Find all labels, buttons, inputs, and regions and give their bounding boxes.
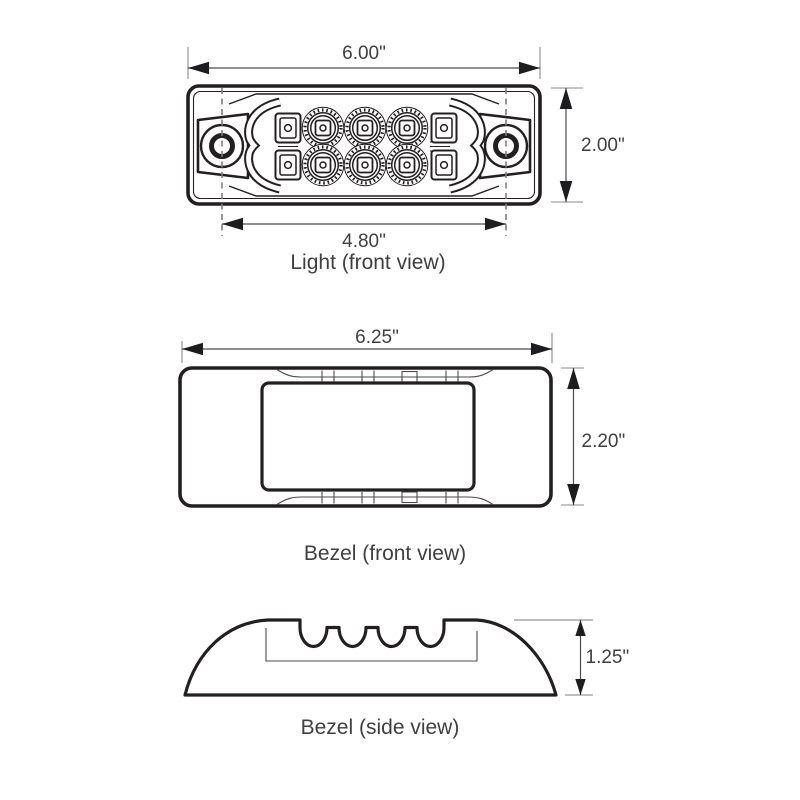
- mounting-ear-left: [196, 112, 250, 180]
- caption-bezel-side: Bezel (side view): [301, 716, 460, 739]
- led-round: [300, 105, 346, 151]
- dim-arrow-left: [222, 217, 243, 231]
- dim-arrow-down: [575, 679, 586, 695]
- dim-arrow-up: [559, 88, 573, 109]
- bezel-side-view: 1.25" Bezel (side view): [183, 618, 630, 739]
- dim-light-width: 6.00": [187, 43, 541, 79]
- dim-hole-spacing: 4.80": [222, 217, 506, 252]
- extension-lines: [181, 333, 553, 363]
- dim-arrow-up: [575, 620, 586, 636]
- bezel-bottom-rim: [276, 491, 494, 505]
- dim-arrow-right: [519, 61, 540, 75]
- dim-arrow-right: [485, 217, 506, 231]
- dim-label-bezel-side-height: 1.25": [586, 647, 630, 668]
- dim-light-height: 2.00": [551, 87, 625, 203]
- dim-arrow-left: [188, 61, 209, 75]
- lens-bottom-chamfer: [228, 185, 500, 197]
- caption-bezel-front: Bezel (front view): [304, 542, 466, 565]
- light-front-view: 6.00" 2.00" 4.80" Light (front view): [186, 43, 625, 274]
- led-square: [274, 112, 302, 144]
- led-round: [342, 142, 388, 188]
- dim-label-hole-spacing: 4.80": [342, 231, 386, 252]
- bezel-side-inner-liner: [265, 628, 478, 662]
- led-square: [430, 112, 458, 144]
- lens-top-chamfer: [228, 93, 500, 105]
- bezel-front-view: 6.25" 2.20" Bezel (front view): [178, 327, 626, 565]
- light-housing-inner-line: [192, 90, 536, 200]
- rim-tab: [401, 491, 418, 504]
- led-square: [430, 149, 458, 181]
- dim-arrow-down: [559, 181, 573, 202]
- dim-bezel-side-height: 1.25": [514, 619, 630, 696]
- dim-bezel-height: 2.20": [561, 367, 626, 506]
- dim-arrow-up: [567, 368, 580, 389]
- led-round: [342, 105, 388, 151]
- extension-lines: [187, 47, 541, 79]
- dim-arrow-right: [531, 342, 552, 356]
- led-round: [384, 105, 430, 151]
- dim-arrow-left: [182, 342, 203, 356]
- dim-bezel-width: 6.25": [181, 327, 553, 363]
- bezel-opening: [260, 381, 476, 492]
- led-square: [274, 149, 302, 181]
- bezel-side-profile: [183, 618, 558, 697]
- led-round: [300, 142, 346, 188]
- led-round: [384, 142, 430, 188]
- dim-arrow-down: [567, 484, 580, 505]
- dim-label-light-height: 2.00": [581, 135, 625, 156]
- dim-label-bezel-height: 2.20": [582, 431, 626, 452]
- dim-label-light-width: 6.00": [342, 43, 386, 64]
- mounting-ear-right: [478, 112, 532, 180]
- caption-light-front: Light (front view): [290, 251, 445, 274]
- dim-label-bezel-width: 6.25": [355, 327, 399, 348]
- extension-lines: [561, 367, 584, 506]
- extension-lines: [551, 87, 583, 203]
